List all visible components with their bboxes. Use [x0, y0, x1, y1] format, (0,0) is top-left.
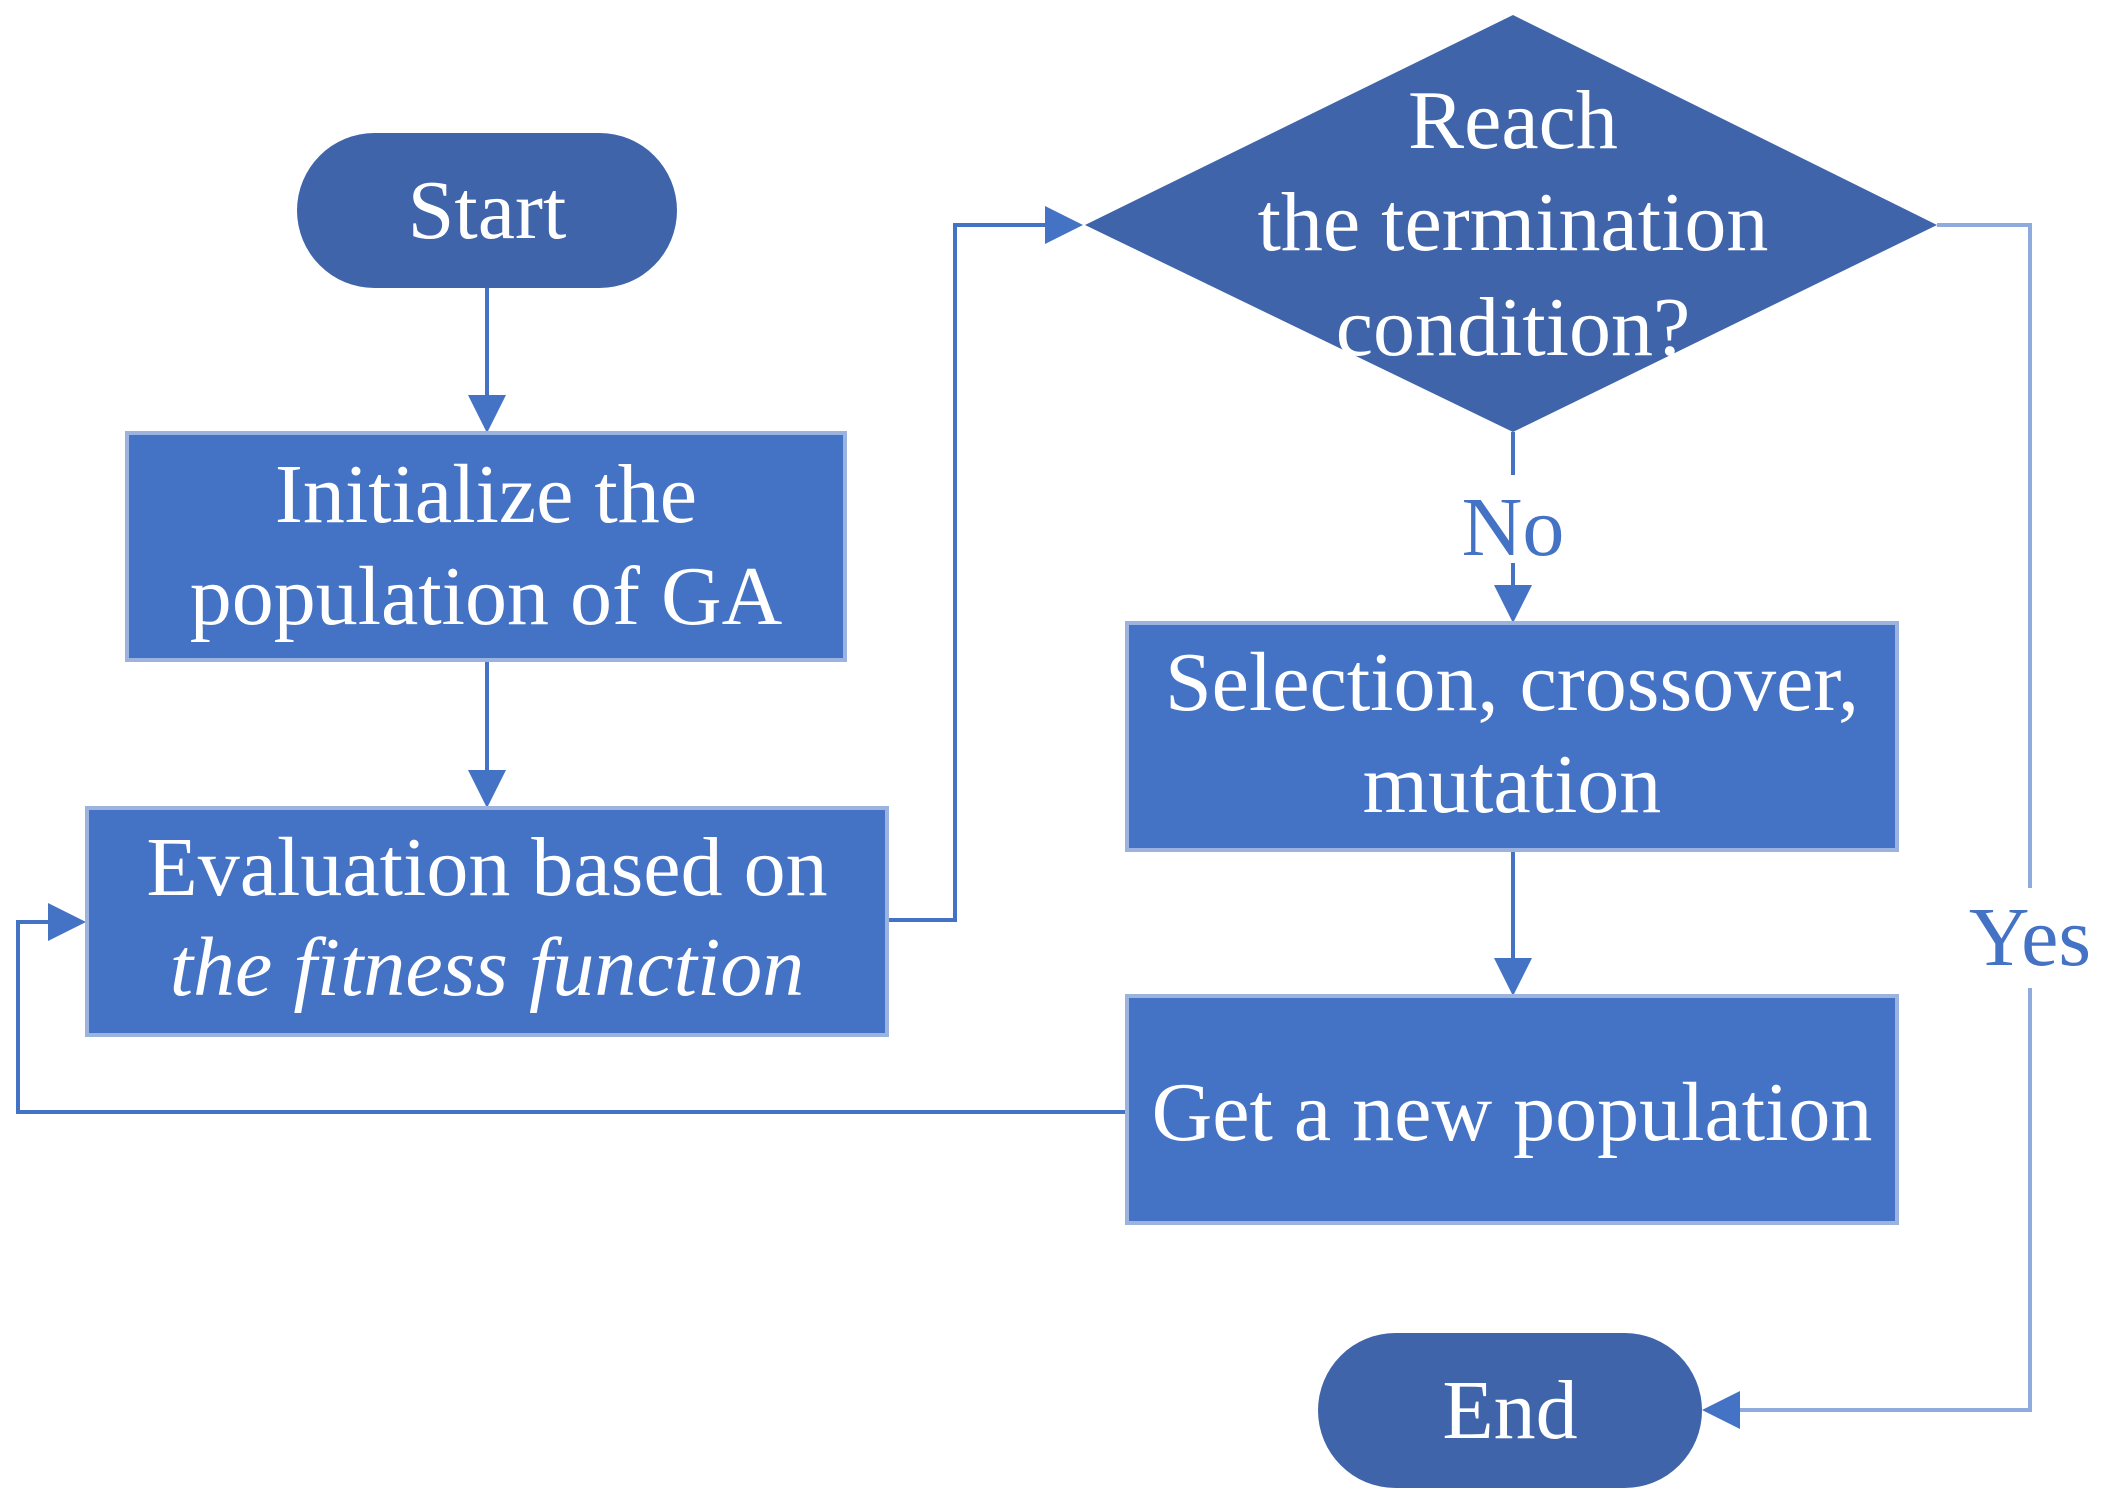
arrowhead-to-selection [1494, 585, 1532, 623]
arrowhead-to-end [1702, 1391, 1740, 1429]
decision-node: Reach the termination condition? [1085, 15, 1937, 432]
new-population-node: Get a new population [1125, 994, 1899, 1225]
evaluation-label-line2: the fitness function [170, 921, 805, 1014]
genetic-ops-label-line2: mutation [1363, 738, 1662, 831]
edge-new-population-to-evaluation [16, 920, 1127, 1114]
evaluation-node: Evaluation based on the fitness function [85, 806, 889, 1037]
genetic-ops-node: Selection, crossover, mutation [1125, 621, 1899, 852]
decision-label-line3: condition? [1336, 281, 1691, 374]
start-label: Start [408, 164, 567, 257]
arrowhead-to-evaluation-loop [48, 903, 86, 941]
arrowhead-to-new-population [1494, 958, 1532, 996]
decision-label-line2: the termination [1258, 176, 1769, 269]
end-label: End [1442, 1364, 1577, 1457]
edge-label-yes-background [1960, 888, 2100, 988]
edge-decision-to-end-upper [1937, 223, 2032, 888]
decision-diamond-shape [1085, 15, 1937, 432]
initialize-process-shape [125, 431, 847, 662]
arrowhead-to-initialize [468, 395, 506, 433]
evaluation-label-line1: Evaluation based on [146, 821, 827, 914]
arrowhead-to-decision [1045, 206, 1083, 244]
new-population-process-shape [1125, 994, 1899, 1225]
edge-evaluation-to-decision [887, 223, 1050, 922]
genetic-ops-process-shape [1125, 621, 1899, 852]
start-terminal-shape [297, 133, 677, 288]
edge-label-yes: Yes [1969, 891, 2091, 984]
initialize-node: Initialize the population of GA [125, 431, 847, 662]
start-node: Start [297, 133, 677, 288]
end-terminal-shape [1318, 1333, 1702, 1488]
evaluation-process-shape [85, 806, 889, 1037]
initialize-label-line2: population of GA [190, 550, 783, 643]
connectors [16, 223, 2032, 1412]
arrowheads [48, 206, 1740, 1429]
arrowhead-to-evaluation [468, 770, 506, 808]
edge-label-no: No [1462, 481, 1565, 574]
edge-decision-to-end-lower [1732, 988, 2032, 1412]
new-population-label: Get a new population [1152, 1066, 1873, 1159]
end-node: End [1318, 1333, 1702, 1488]
genetic-ops-label-line1: Selection, crossover, [1165, 636, 1859, 729]
decision-label-line1: Reach [1408, 74, 1618, 167]
initialize-label-line1: Initialize the [275, 448, 697, 541]
